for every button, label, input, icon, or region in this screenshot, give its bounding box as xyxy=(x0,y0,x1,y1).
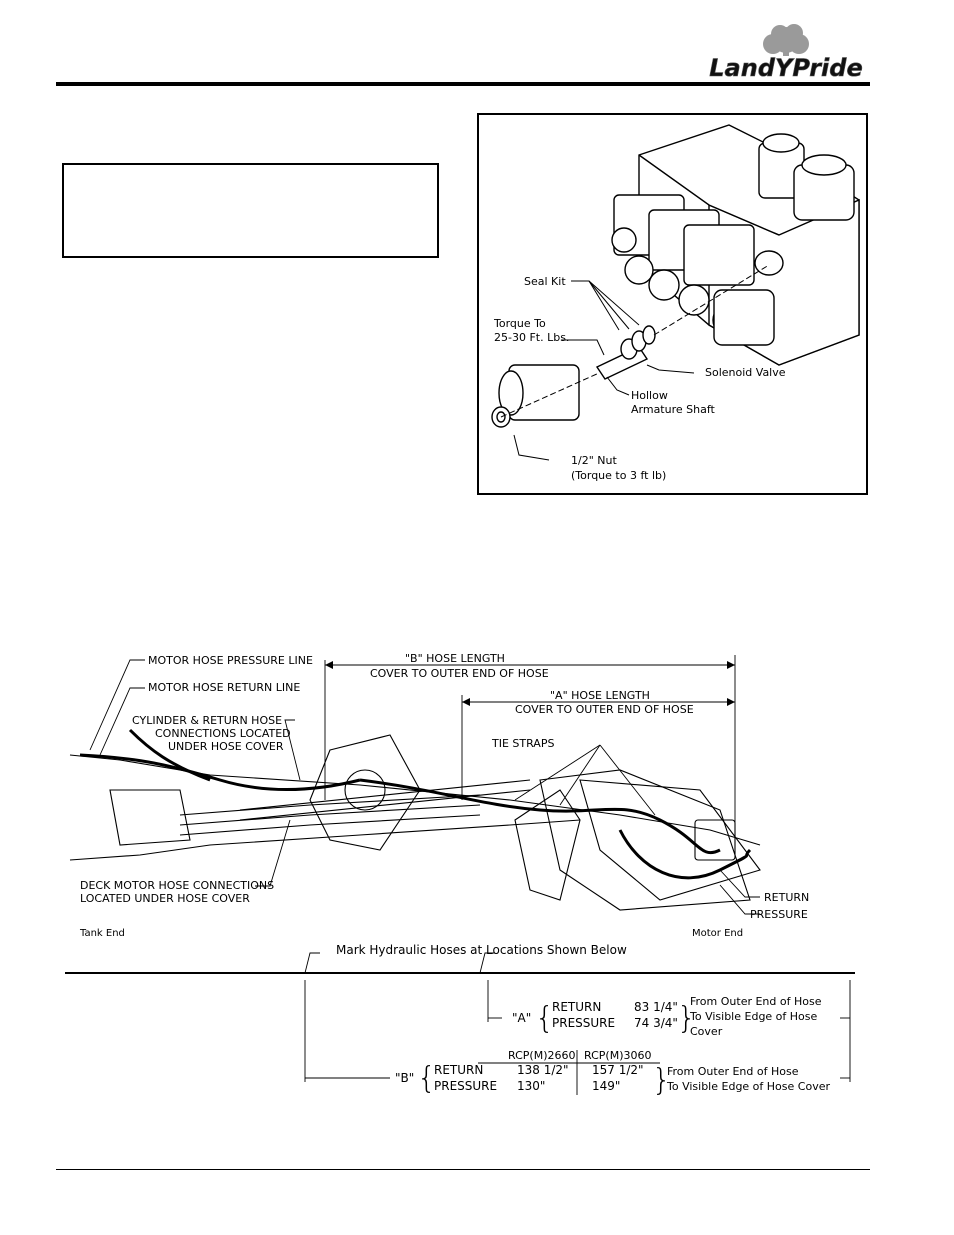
a-note-line3: Cover xyxy=(690,1025,723,1038)
a-note-line1: From Outer End of Hose xyxy=(690,995,822,1008)
tie-straps-label: TIE STRAPS xyxy=(491,737,554,750)
solenoid-valve-label: Solenoid Valve xyxy=(705,366,786,379)
return-label: RETURN xyxy=(764,891,809,904)
nut-label-line2: (Torque to 3 ft lb) xyxy=(571,469,666,482)
nut-label-line1: 1/2" Nut xyxy=(571,454,617,467)
footer-rule xyxy=(56,1169,870,1170)
mark-hoses-label: Mark Hydraulic Hoses at Locations Shown … xyxy=(336,943,627,957)
landpride-logo: LandYPride xyxy=(704,24,868,82)
b-length-label-line2: COVER TO OUTER END OF HOSE xyxy=(370,667,549,680)
cylinder-label-line2: CONNECTIONS LOCATED xyxy=(155,727,291,740)
seal-kit-label: Seal Kit xyxy=(524,275,566,288)
tank-end-label: Tank End xyxy=(79,928,125,939)
b-note-line2: To Visible Edge of Hose Cover xyxy=(666,1080,830,1093)
hollow-label-line1: Hollow xyxy=(631,389,668,402)
svg-text:LandYPride: LandYPride xyxy=(709,54,863,82)
b-return-2660: 138 1/2" xyxy=(517,1063,569,1077)
a-table-brace: { xyxy=(535,1001,554,1036)
a-note-line2: To Visible Edge of Hose xyxy=(689,1010,818,1023)
a-return-label: RETURN xyxy=(552,1000,601,1014)
valve-drawing: Seal Kit Torque To 25-30 Ft. Lbs. Soleno… xyxy=(491,124,860,482)
motor-return-label: MOTOR HOSE RETURN LINE xyxy=(148,681,300,694)
b-return-label: RETURN xyxy=(434,1063,483,1077)
deck-label-line1: DECK MOTOR HOSE CONNECTIONS xyxy=(80,879,274,892)
a-table-tag: "A" xyxy=(512,1011,531,1025)
b-length-label-line1: "B" HOSE LENGTH xyxy=(405,652,505,665)
torque-label-line2: 25-30 Ft. Lbs. xyxy=(494,331,569,344)
hose-routing-figure: MOTOR HOSE PRESSURE LINE MOTOR HOSE RETU… xyxy=(65,652,855,1098)
b-table-brace: { xyxy=(417,1061,436,1096)
b-col-3060: RCP(M)3060 xyxy=(584,1049,651,1062)
b-col-2660: RCP(M)2660 xyxy=(508,1049,575,1062)
deck-label-line2: LOCATED UNDER HOSE COVER xyxy=(80,892,250,905)
header-rule xyxy=(56,82,870,86)
b-note-brace: } xyxy=(652,1063,671,1098)
a-note-brace: } xyxy=(677,1001,696,1036)
a-pressure-value: 74 3/4" xyxy=(634,1016,678,1030)
motor-end-label: Motor End xyxy=(692,928,743,939)
b-return-3060: 157 1/2" xyxy=(592,1063,644,1077)
torque-label-line1: Torque To xyxy=(493,317,546,330)
a-return-value: 83 1/4" xyxy=(634,1000,678,1014)
solenoid-valve-figure: Seal Kit Torque To 25-30 Ft. Lbs. Soleno… xyxy=(477,113,868,495)
cylinder-label-line3: UNDER HOSE COVER xyxy=(168,740,284,753)
b-pressure-label: PRESSURE xyxy=(434,1079,497,1093)
b-note-line1: From Outer End of Hose xyxy=(667,1065,799,1078)
b-table-tag: "B" xyxy=(395,1071,414,1085)
b-pressure-2660: 130" xyxy=(517,1079,545,1093)
cylinder-label-line1: CYLINDER & RETURN HOSE xyxy=(132,714,282,727)
b-pressure-3060: 149" xyxy=(592,1079,620,1093)
notice-box xyxy=(62,163,439,258)
a-pressure-label: PRESSURE xyxy=(552,1016,615,1030)
a-length-label-line1: "A" HOSE LENGTH xyxy=(550,689,650,702)
hollow-label-line2: Armature Shaft xyxy=(631,403,716,416)
a-length-label-line2: COVER TO OUTER END OF HOSE xyxy=(515,703,694,716)
motor-pressure-label: MOTOR HOSE PRESSURE LINE xyxy=(148,654,313,667)
pressure-label: PRESSURE xyxy=(750,908,808,921)
